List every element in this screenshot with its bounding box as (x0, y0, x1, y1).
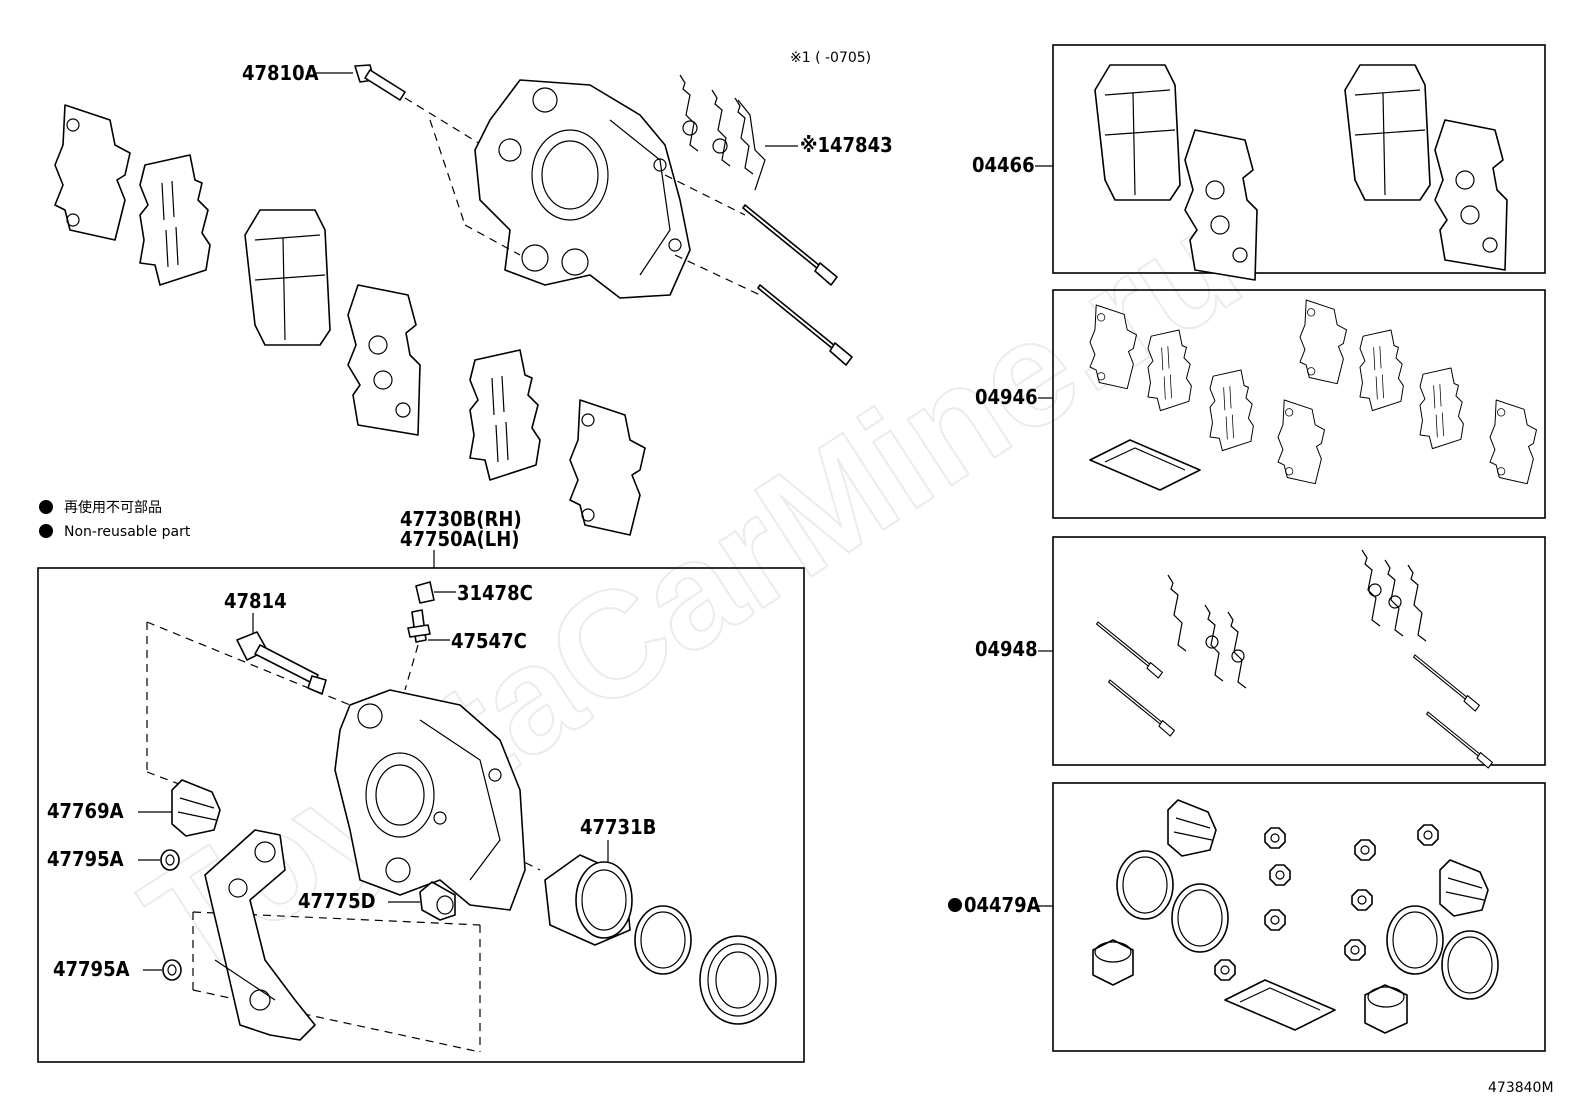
label-47810A[interactable]: 47810A (242, 61, 319, 85)
kit-box-04479A (1052, 782, 1546, 1052)
bolt-47810A (354, 64, 406, 101)
slide-pin-47814 (236, 631, 327, 695)
piston-47731B (544, 854, 633, 946)
legend: 再使用不可部品 Non-reusable part (39, 499, 191, 540)
slide-pin-lower (757, 284, 853, 366)
inner-shim-right (469, 349, 541, 481)
outer-shim-right (569, 399, 646, 536)
kit-box-04948 (1052, 536, 1546, 766)
kit-04948-hardware (1096, 549, 1493, 769)
label-47775D[interactable]: 47775D (298, 889, 376, 913)
anti-rattle-springs-47843 (679, 74, 766, 191)
legend-en: Non-reusable part (64, 524, 191, 540)
model-note: ※1 ( -0705) (790, 50, 871, 66)
label-31478C[interactable]: 31478C (457, 581, 533, 605)
kit-box-04466 (1052, 44, 1546, 274)
outer-shim-left (54, 104, 131, 241)
label-47769A[interactable]: 47769A (47, 799, 124, 823)
caliper-assembly-box (37, 567, 805, 1063)
washer-47795A-lower (162, 959, 182, 981)
bushing-47775D (419, 881, 456, 921)
washer-47795A-upper (160, 849, 180, 871)
pin-boot-47769A (171, 779, 221, 837)
piston-seal (634, 905, 692, 975)
label-04466[interactable]: 04466 (972, 153, 1035, 177)
brake-pad-inner (347, 284, 421, 436)
label-04479A[interactable]: 04479A (964, 893, 1041, 917)
inner-shim-left (139, 154, 211, 286)
legend-jp: 再使用不可部品 (64, 499, 162, 516)
kit-box-04946 (1052, 289, 1546, 519)
caliper-bracket-upper (474, 79, 691, 299)
caliper-mounting-bracket (204, 829, 316, 1041)
label-47795A-lower[interactable]: 47795A (53, 957, 130, 981)
label-47843[interactable]: ※147843 (800, 133, 893, 157)
figure-id: 473840M (1488, 1080, 1554, 1096)
label-47731B[interactable]: 47731B (580, 815, 656, 839)
brake-pad-outer (244, 209, 331, 346)
label-47750A[interactable]: 47750A(LH) (400, 527, 520, 551)
piston-boot (699, 935, 777, 1025)
label-04946[interactable]: 04946 (975, 385, 1038, 409)
label-47730B[interactable]: 47730B(RH) (400, 507, 522, 531)
caliper-body (334, 689, 526, 911)
label-04948[interactable]: 04948 (975, 637, 1038, 661)
bleeder-cap-31478C (415, 581, 435, 604)
label-47547C[interactable]: 47547C (451, 629, 527, 653)
label-47814[interactable]: 47814 (224, 589, 287, 613)
label-47795A-upper[interactable]: 47795A (47, 847, 124, 871)
upper-pad-assembly: 47810A ※ (54, 61, 893, 536)
caliper-assembly: 31478C 47547C 47814 (47, 581, 777, 1053)
slide-pin-upper (742, 204, 838, 286)
kit-04479A-seals (1092, 799, 1499, 1034)
bleeder-screw-47547C (407, 609, 431, 643)
